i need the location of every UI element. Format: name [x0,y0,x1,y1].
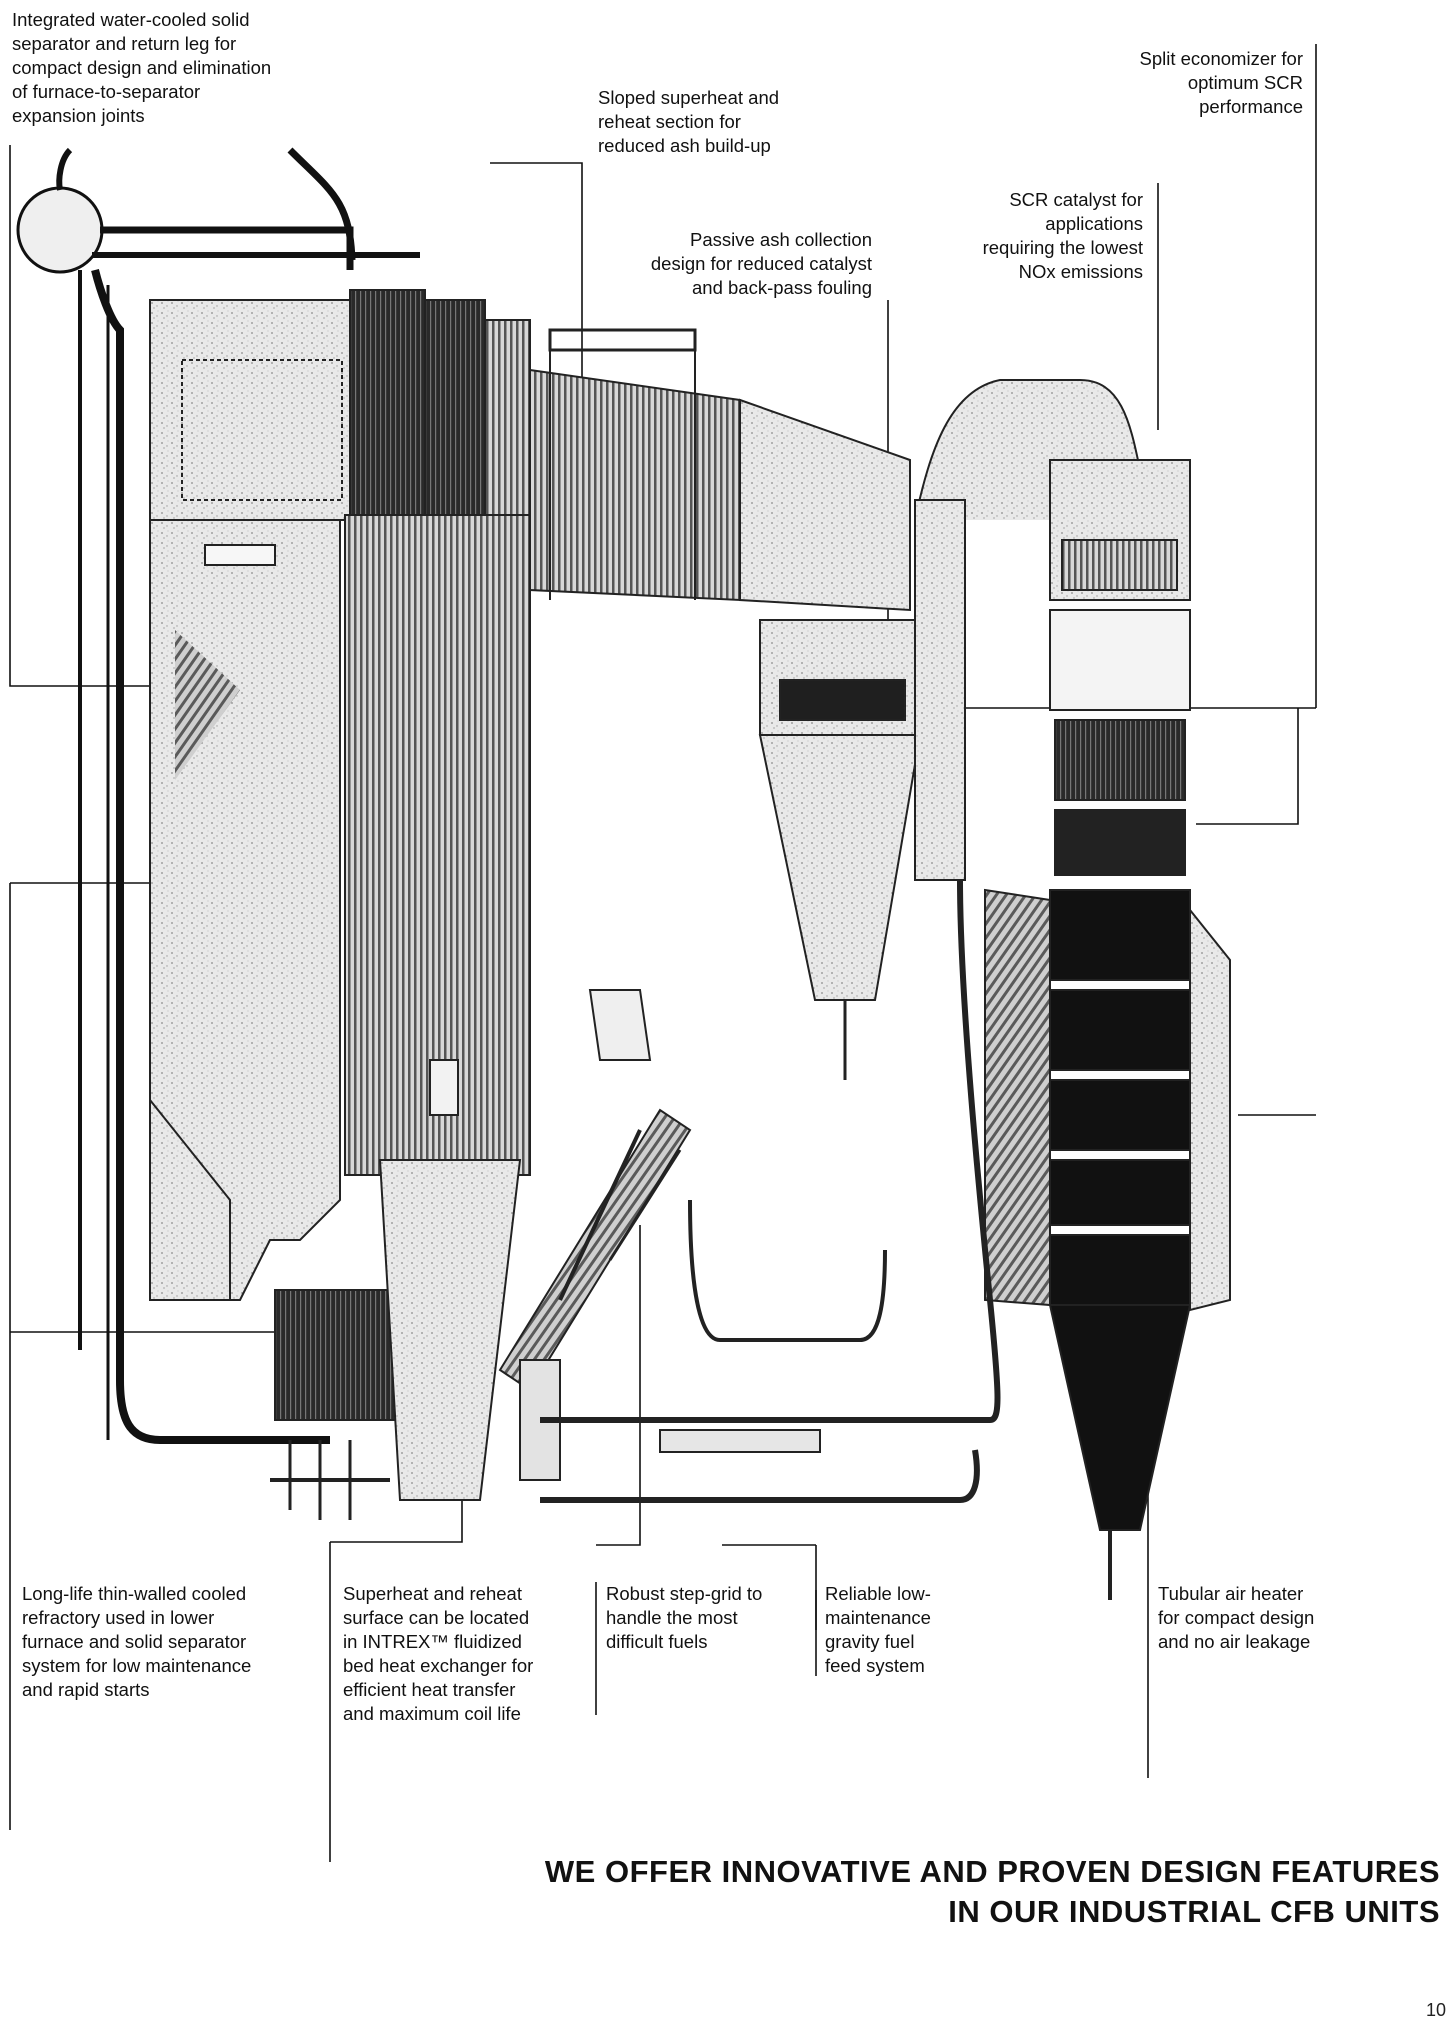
headline-line-1: WE OFFER INNOVATIVE AND PROVEN DESIGN FE… [544,1854,1440,1889]
callout-air-heater: Tubular air heater for compact design an… [1158,1583,1315,1652]
lower-section [270,879,1001,1520]
headline-line-2: IN OUR INDUSTRIAL CFB UNITS [948,1894,1440,1929]
callout-passive-ash: Passive ash collection design for reduce… [650,229,872,298]
callout-step-grid: Robust step-grid to handle the most diff… [606,1583,763,1652]
callout-sloped-superheat: Sloped superheat and reheat section for … [598,87,780,156]
leader-step-grid-top [596,1225,641,1546]
leader-separator [9,145,205,687]
superheat-tubes [344,289,531,1176]
leader-sloped [490,162,583,468]
callout-refractory: Long-life thin-walled cooled refractory … [22,1583,252,1700]
page-headline: WE OFFER INNOVATIVE AND PROVEN DESIGN FE… [545,1852,1440,1932]
ash-hopper [758,619,922,1080]
leader-economizer-h2 [1196,708,1299,825]
back-pass [914,379,1231,1600]
callout-separator: Integrated water-cooled solid separator … [12,9,272,126]
callout-intrex: Superheat and reheat surface can be loca… [343,1583,534,1724]
leader-fuel-top [722,1544,817,1630]
page-number: 10 [1425,2000,1446,2020]
sloped-section [529,328,911,612]
callout-scr-catalyst: SCR catalyst for applications requiring … [982,189,1143,282]
callout-split-economizer: Split economizer for optimum SCR perform… [1139,48,1303,117]
steam-drum [16,147,420,1444]
furnace [149,299,361,1301]
callout-fuel-feed: Reliable low- maintenance gravity fuel f… [825,1583,931,1676]
